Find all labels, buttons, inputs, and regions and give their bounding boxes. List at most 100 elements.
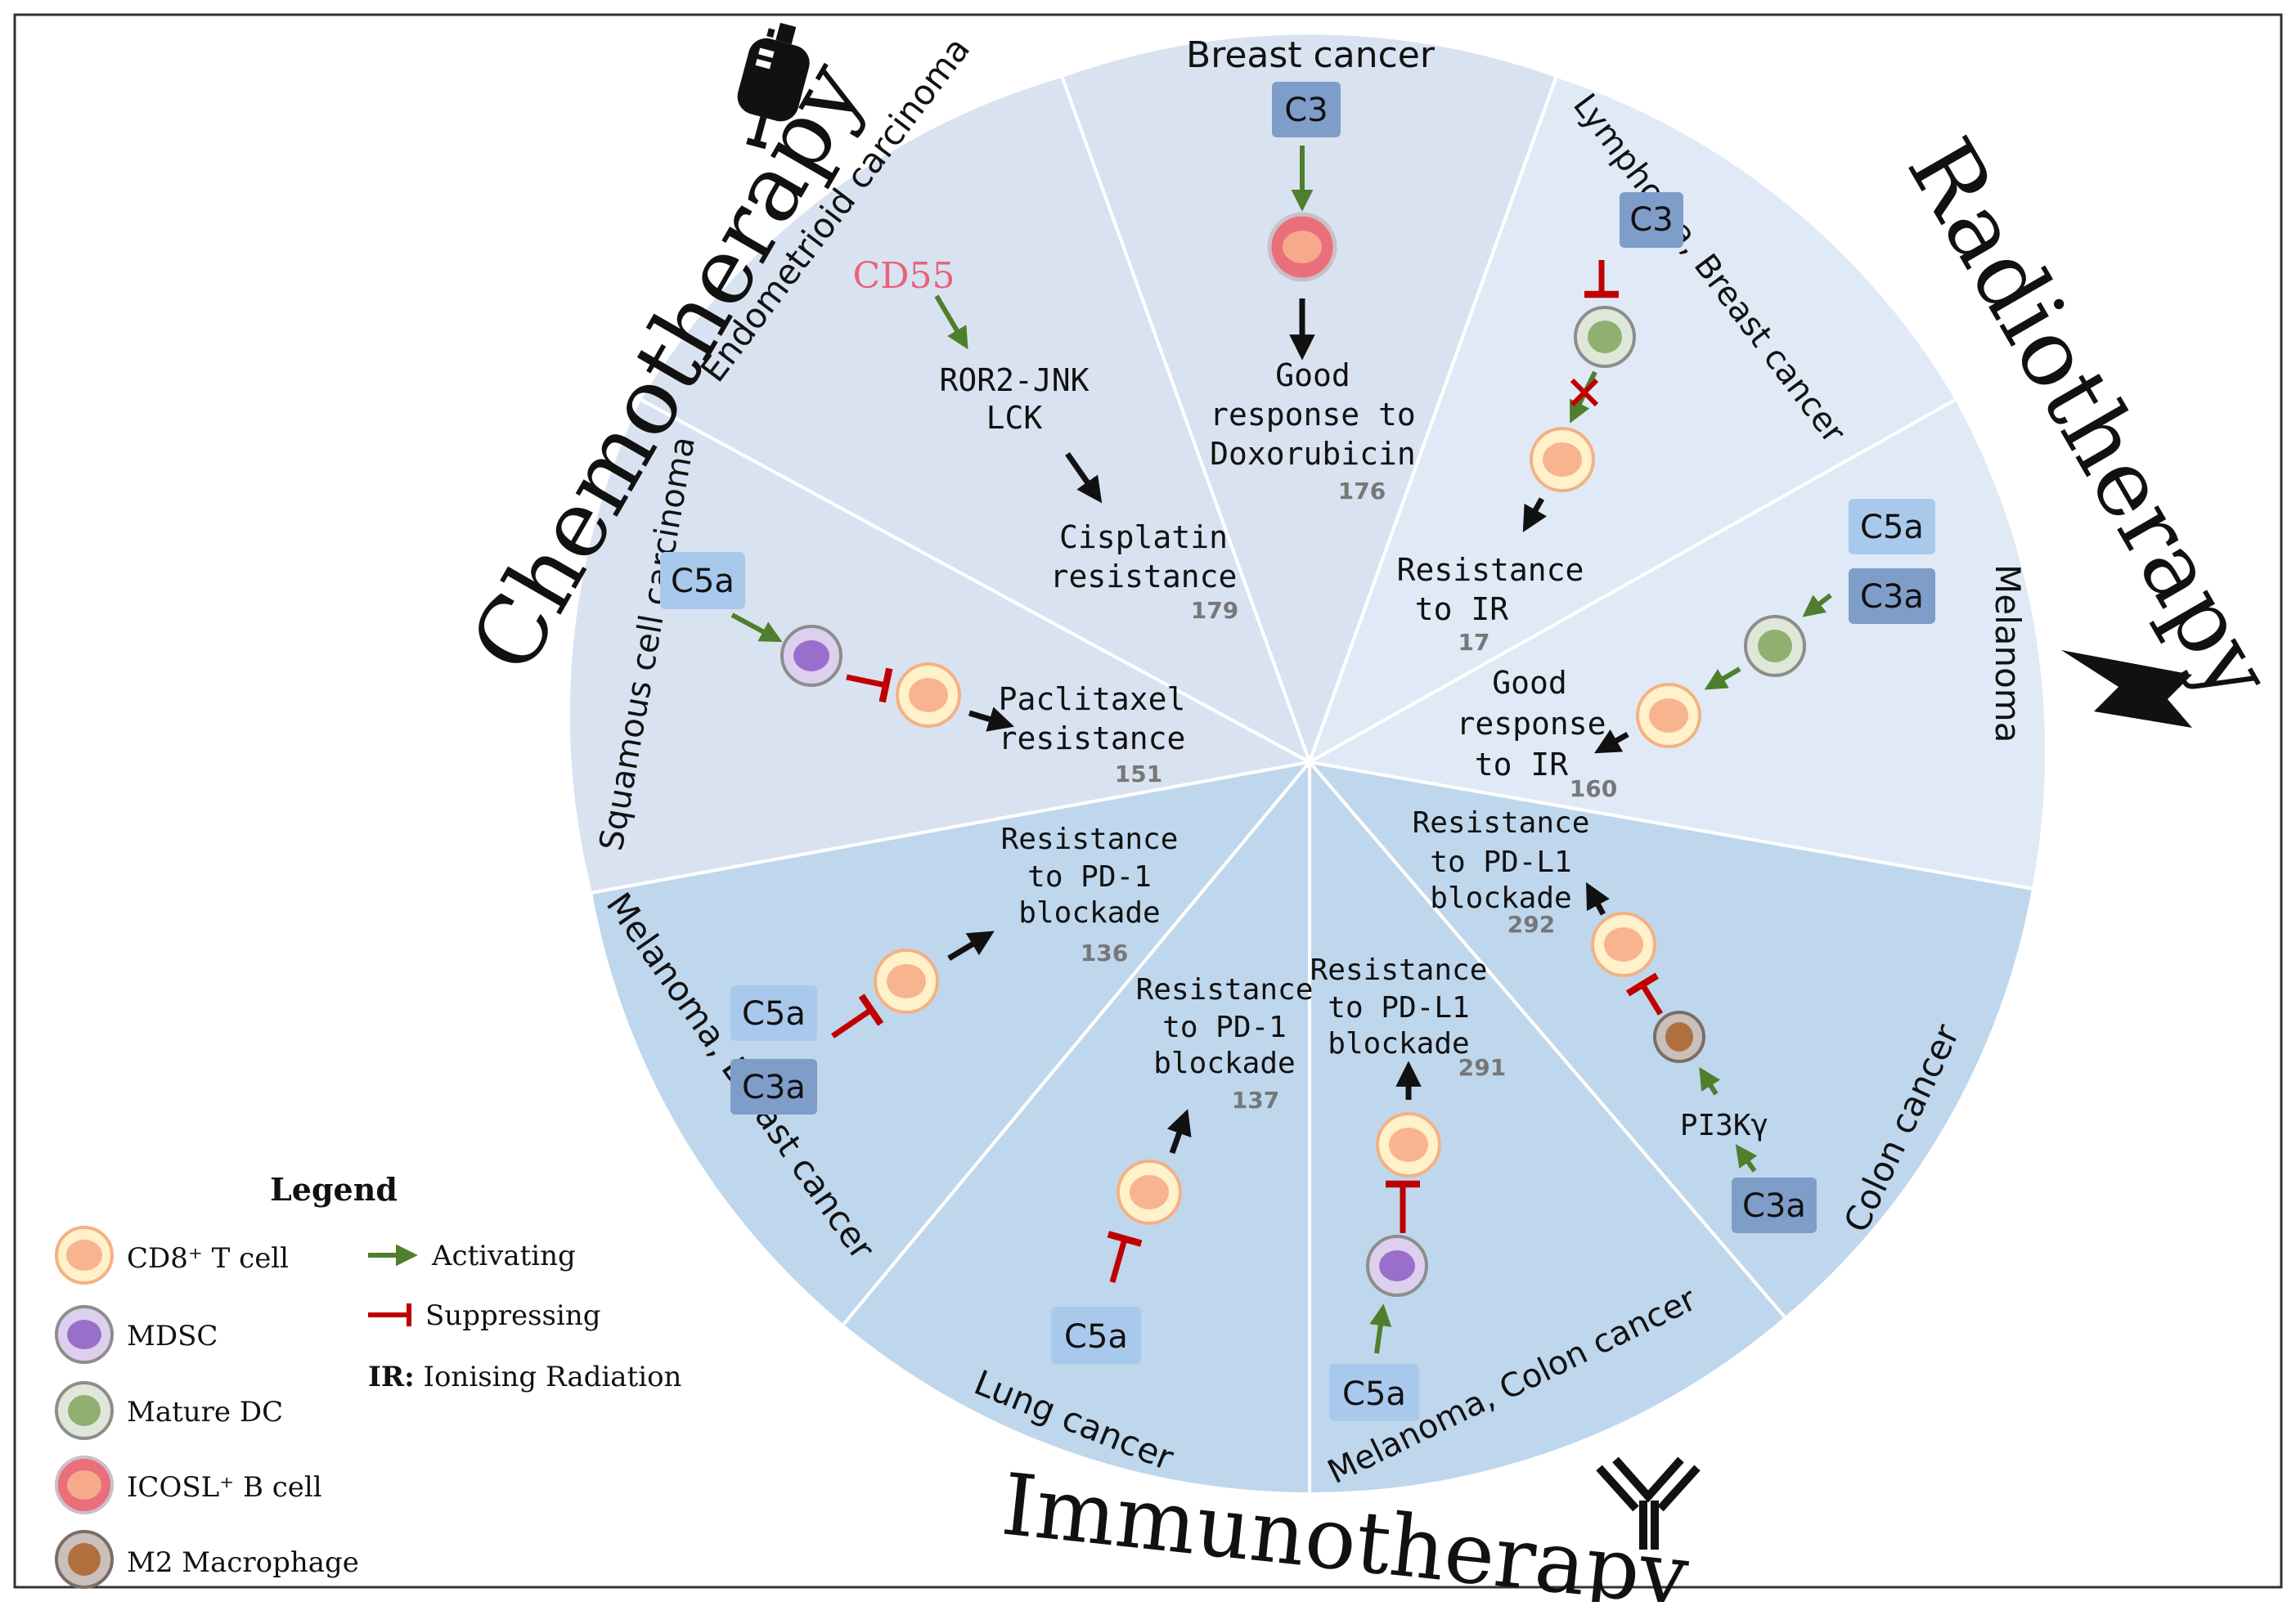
cd8-t-cell — [1591, 912, 1656, 977]
outcome-arrow — [947, 931, 995, 962]
legend-mature-dc-icon — [55, 1381, 114, 1440]
activating-arrow — [1802, 593, 1832, 617]
complement-label-breast: C3 — [1284, 92, 1328, 129]
outcome-melanoma-breast-2: to PD-1 — [1027, 860, 1152, 894]
activating-arrow — [1699, 1066, 1721, 1096]
legend-activating-label: Activating — [431, 1240, 576, 1272]
outcome-melanoma-rt-3: to IR — [1475, 747, 1569, 783]
outcome-squamous-2: resistance — [999, 720, 1186, 756]
suppressing-arrow — [1107, 1231, 1143, 1283]
legend-icosl-label: ICOSL⁺ B cell — [127, 1471, 322, 1504]
outcome-breast-3: Doxorubicin — [1210, 436, 1416, 472]
sector-lung — [840, 757, 1311, 1496]
antibody-icon — [1596, 1456, 1701, 1550]
outcome-breast-1: Good — [1275, 357, 1350, 393]
outcome-melanoma-breast-1: Resistance — [1001, 823, 1179, 856]
outcome-melanoma-colon-3: blockade — [1328, 1027, 1469, 1061]
outcome-lung-2: to PD-1 — [1162, 1011, 1287, 1044]
lightning-icon — [2061, 650, 2192, 728]
legend-ir-text: Ionising Radiation — [415, 1361, 682, 1393]
legend-cd8-label: CD8⁺ T cell — [127, 1242, 289, 1275]
complement-box-melanoma-colon — [1329, 1364, 1419, 1421]
activating-arrow — [934, 294, 968, 350]
mdsc-cell — [780, 625, 842, 687]
complement-box-breast — [1272, 82, 1341, 137]
complement-label-melanoma-breast-1: C5a — [742, 995, 806, 1033]
activating-arrow — [730, 612, 783, 643]
legend-ir-note: IR: Ionising Radiation — [368, 1361, 681, 1393]
m2-macrophage-cell — [1653, 1011, 1705, 1063]
outcome-melanoma-breast-3: blockade — [1018, 896, 1160, 930]
cd55-label: CD55 — [853, 255, 955, 297]
cd8-t-cell — [1530, 427, 1595, 492]
ref-breast: 176 — [1338, 478, 1386, 505]
outcome-squamous-1: Paclitaxel — [999, 681, 1186, 717]
legend-cd8-icon — [55, 1226, 114, 1285]
complement-label-melanoma-rt-2: C3a — [1860, 578, 1924, 616]
outcome-lung-1: Resistance — [1136, 973, 1314, 1007]
ref-colon: 292 — [1507, 911, 1555, 938]
outcome-lymphoma-2: to IR — [1415, 591, 1509, 627]
pathway-endometrioid-1: ROR2-JNK — [939, 362, 1089, 398]
outcome-arrow — [1522, 497, 1548, 532]
cd8-t-cell — [874, 949, 939, 1014]
sector-melanoma-breast — [588, 760, 1314, 1328]
ref-melanoma-breast: 136 — [1081, 940, 1128, 967]
outcome-arrow — [1065, 451, 1103, 504]
legend-ir-abbr: IR: — [368, 1361, 415, 1393]
mdsc-cell — [1366, 1235, 1428, 1297]
outcome-lymphoma-1: Resistance — [1397, 552, 1584, 588]
activating-arrow — [1704, 666, 1741, 690]
ref-lung: 137 — [1232, 1087, 1279, 1114]
sector-breast — [1059, 31, 1559, 767]
outcome-arrow — [1166, 1109, 1192, 1155]
ref-squamous: 151 — [1115, 760, 1162, 787]
sector-group — [566, 31, 2049, 1496]
outcome-arrow — [1586, 882, 1610, 916]
sector-lymphoma — [1306, 74, 1959, 766]
pathway-endometrioid-2: LCK — [986, 400, 1043, 436]
suppressing-arrow — [831, 994, 884, 1039]
legend-mature-dc-label: Mature DC — [127, 1396, 283, 1429]
complement-label-lung: C5a — [1064, 1318, 1128, 1356]
complement-label-melanoma-rt-1: C5a — [1860, 509, 1924, 546]
suppressing-arrow — [846, 667, 893, 703]
complement-box-melanoma-rt-2 — [1849, 568, 1935, 624]
icosl-b-cell — [1267, 212, 1337, 282]
outcome-endometrioid-1: Cisplatin — [1059, 519, 1228, 555]
ref-lymphoma: 17 — [1458, 629, 1490, 656]
legend: Legend CD8⁺ T cell MDSC Mature DC ICOSL⁺… — [55, 1171, 681, 1589]
complement-label-melanoma-colon: C5a — [1342, 1375, 1406, 1413]
complement-box-melanoma-rt-1 — [1849, 499, 1935, 554]
complement-box-lung — [1051, 1307, 1141, 1364]
outcome-colon-1: Resistance — [1413, 806, 1590, 840]
mature-dc-cell — [1744, 615, 1806, 677]
legend-suppressing-label: Suppressing — [425, 1299, 601, 1332]
outcome-breast-2: response to — [1210, 397, 1416, 433]
complement-box-melanoma-breast-2 — [730, 1059, 817, 1115]
sector-label-breast: Breast cancer — [1186, 34, 1436, 76]
iv-bag-icon — [737, 22, 810, 150]
outcome-melanoma-colon-2: to PD-L1 — [1328, 991, 1469, 1025]
complement-label-squamous: C5a — [671, 563, 735, 600]
cd8-t-cell — [1376, 1112, 1441, 1178]
complement-box-colon — [1732, 1178, 1817, 1233]
sector-melanoma-colon — [1308, 757, 1788, 1496]
activating-arrow — [1735, 1144, 1758, 1173]
legend-title: Legend — [270, 1171, 398, 1208]
outcome-arrow — [968, 707, 1015, 732]
ref-melanoma-colon: 291 — [1458, 1054, 1506, 1081]
outcome-arrow — [1594, 729, 1629, 754]
outcome-lung-3: blockade — [1153, 1047, 1295, 1080]
cd8-t-cell — [1117, 1160, 1182, 1225]
legend-m2-macrophage-icon — [55, 1530, 114, 1589]
complement-label-colon: C3a — [1742, 1187, 1806, 1225]
outcome-colon-2: to PD-L1 — [1430, 846, 1571, 879]
complement-label-lymphoma: C3 — [1629, 201, 1673, 239]
outcome-endometrioid-2: resistance — [1050, 559, 1238, 594]
sector-label-melanoma-rt: Melanoma — [1988, 564, 2028, 742]
ref-endometrioid: 179 — [1191, 597, 1238, 624]
complement-box-squamous — [660, 552, 745, 609]
